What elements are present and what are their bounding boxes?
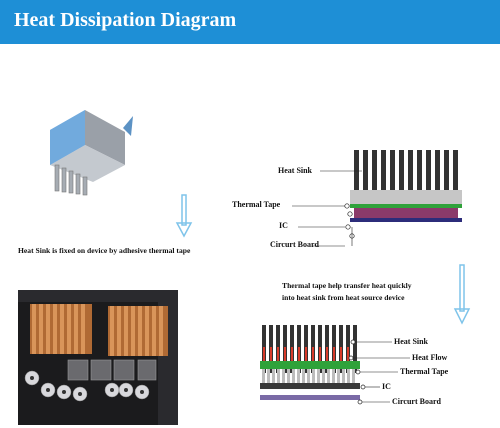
label-ic-bottom: IC xyxy=(382,382,391,391)
label-heat-flow: Heat Flow xyxy=(412,353,448,362)
thermal-tape-layer xyxy=(350,204,462,208)
left-caption: Heat Sink is fixed on device by adhesive… xyxy=(18,246,191,255)
heatsink-cross-section-top xyxy=(350,150,462,222)
ic-layer xyxy=(260,383,360,389)
middle-text-line2: into heat sink from heat source device xyxy=(282,293,405,302)
pcb-photo xyxy=(18,290,178,425)
thermal-tape-layer xyxy=(260,361,360,369)
label-thermal-tape-top: Thermal Tape xyxy=(232,200,281,209)
copper-heatsink-2 xyxy=(108,306,168,356)
circuit-board-layer xyxy=(260,395,360,400)
label-heat-sink-bottom: Heat Sink xyxy=(394,337,429,346)
heat-flow-arrows xyxy=(263,347,349,361)
copper-heatsink-1 xyxy=(30,304,92,354)
down-arrow-icon xyxy=(453,264,471,325)
label-circuit-board-top: Circurt Board xyxy=(270,240,319,249)
circuit-board-layer xyxy=(350,218,462,222)
down-arrow-icon xyxy=(175,194,193,238)
label-thermal-tape-bottom: Thermal Tape xyxy=(400,367,449,376)
label-ic-top: IC xyxy=(279,221,288,230)
label-circuit-board-bottom: Circurt Board xyxy=(392,397,441,406)
ic-layer xyxy=(354,208,458,218)
header-banner: Heat Dissipation Diagram xyxy=(0,0,500,44)
heatsink-cross-section-bottom xyxy=(260,325,360,400)
middle-text-line1: Thermal tape help transfer heat quickly xyxy=(282,281,412,290)
heatsink-with-tape-illustration xyxy=(50,110,133,196)
page-title: Heat Dissipation Diagram xyxy=(14,9,237,31)
label-heat-sink-top: Heat Sink xyxy=(278,166,313,175)
